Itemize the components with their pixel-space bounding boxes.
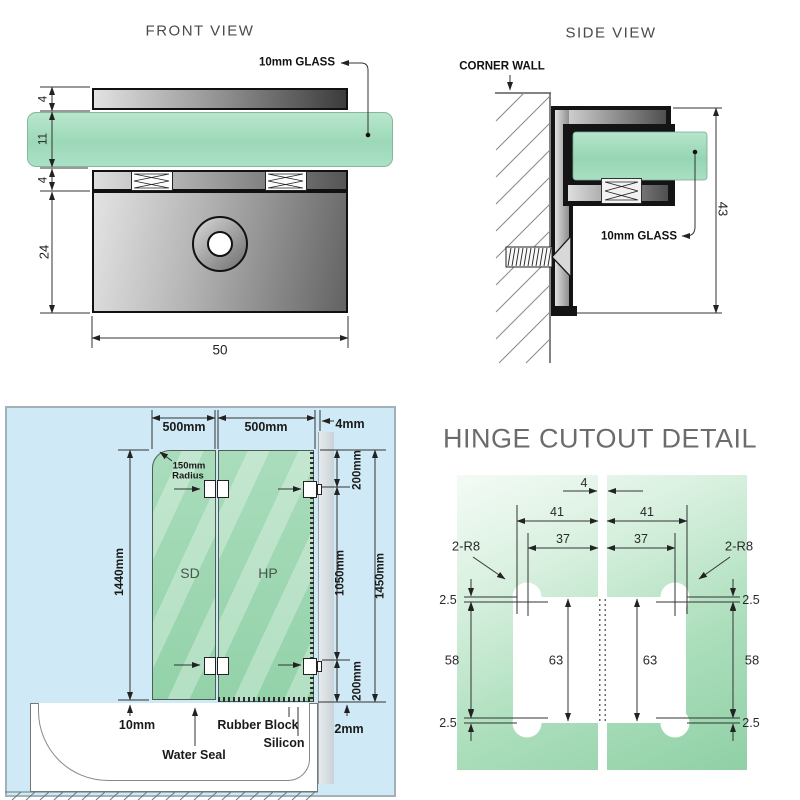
panel-sd-label: SD: [180, 565, 200, 581]
install-radius-note-line1: 150mm: [172, 460, 206, 472]
front-view-title: FRONT VIEW: [145, 22, 255, 40]
install-label-water-seal: Water Seal: [162, 747, 226, 762]
hinge-dim-37-left: 37: [556, 531, 570, 546]
hinge-dim-25-bl: 2.5: [439, 715, 457, 730]
hinge-bottom-center-left: [204, 657, 216, 675]
hinge-dim-58-left: 58: [444, 652, 460, 668]
front-gasket-strip: [92, 170, 348, 191]
front-dim-top-bar: 4: [37, 95, 50, 103]
silicon-edge-bottom: [218, 697, 314, 702]
hinge-dim-37-right: 37: [634, 531, 648, 546]
install-dim-hp-width: 500mm: [244, 419, 288, 434]
front-dim-body: 24: [36, 244, 52, 260]
hinge-detail-title: HINGE CUTOUT DETAIL: [442, 423, 758, 454]
front-fixing-hole-outer: [192, 216, 248, 272]
install-dim-tub-gap: 2mm: [334, 721, 364, 736]
hinge-dim-41-left: 41: [550, 504, 564, 519]
hinge-radius-left: 2-R8: [451, 538, 481, 554]
hinge-detail-glass-square: [457, 475, 747, 770]
front-glass-label: 10mm GLASS: [258, 56, 336, 69]
silicon-edge-vertical: [310, 452, 314, 700]
bathtub-basin: [38, 703, 310, 781]
hinge-dim-63-left: 63: [548, 652, 564, 668]
side-view-title: SIDE VIEW: [565, 24, 657, 42]
hinge-top-wall-tab: [317, 484, 322, 495]
install-dim-sd-width: 500mm: [162, 419, 206, 434]
hinge-dim-gap: 4: [580, 475, 588, 490]
install-dim-bottom-hinge: 200mm: [351, 661, 364, 701]
hinge-top-center-right: [217, 480, 229, 498]
hinge-bottom-wall: [303, 658, 317, 675]
side-view-bracket: [551, 106, 708, 316]
hinge-top-center-left: [204, 480, 216, 498]
hinge-radius-right: 2-R8: [724, 538, 754, 554]
hinge-dim-41-right: 41: [640, 504, 654, 519]
side-glass-label: 10mm GLASS: [600, 230, 678, 243]
side-view-wall: [495, 92, 551, 363]
hinge-dim-63-right: 63: [642, 652, 658, 668]
install-radius-note-line2: Radius: [172, 470, 204, 482]
front-dim-gasket: 4: [37, 176, 50, 184]
hinge-dim-58-right: 58: [744, 652, 760, 668]
install-label-rubber-block: Rubber Block: [217, 717, 299, 732]
install-label-silicon: Silicon: [263, 735, 305, 750]
hinge-dim-25-tl: 2.5: [439, 592, 457, 607]
side-view-wall-hatching: [495, 92, 551, 364]
front-glass-panel: [27, 112, 393, 167]
install-dim-wall-gap: 4mm: [335, 416, 365, 431]
front-dim-width: 50: [212, 342, 228, 358]
side-view-gasket-symbol: [601, 178, 642, 204]
panel-hp: [218, 450, 314, 702]
hinge-dim-25-br: 2.5: [742, 715, 760, 730]
side-view-dimensions: [507, 75, 722, 314]
install-label-floor-gap: 10mm: [118, 717, 156, 732]
hinge-top-wall: [303, 481, 317, 498]
hinge-bottom-center-right: [217, 657, 229, 675]
install-dim-total-height: 1450mm: [374, 552, 387, 600]
hinge-dim-25-tr: 2.5: [742, 592, 760, 607]
install-dim-top-hinge: 200mm: [351, 450, 364, 490]
front-fixing-hole-inner: [207, 231, 233, 257]
panel-hp-label: HP: [258, 565, 278, 581]
side-dim-height: 43: [715, 201, 731, 217]
corner-wall-label: CORNER WALL: [459, 60, 545, 73]
front-bracket-top-bar: [92, 88, 348, 110]
side-view-screw: [505, 234, 572, 279]
hinge-bottom-wall-tab: [317, 661, 322, 672]
side-glass-pointer-dot: [692, 149, 698, 155]
front-dim-glass: 11: [37, 133, 50, 145]
install-dim-hinge-span: 1050mm: [334, 549, 347, 597]
install-dim-sd-height: 1440mm: [112, 547, 126, 597]
